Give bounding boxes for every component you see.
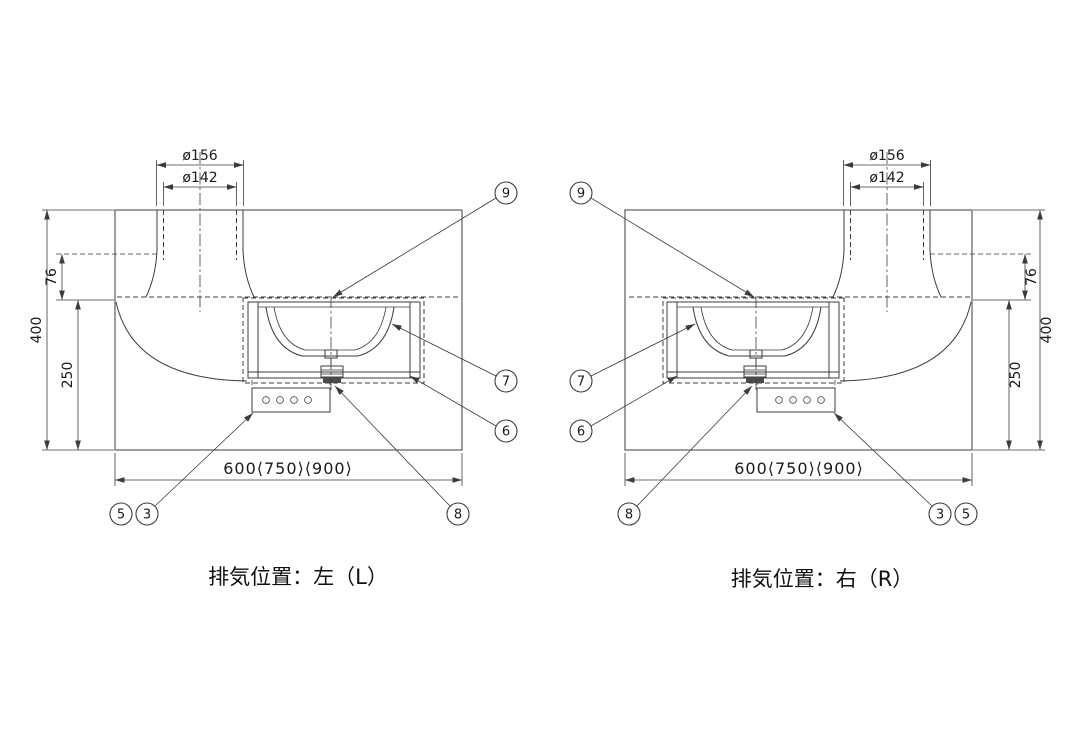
dim-duct-top-offset: 76 [1024,268,1040,286]
dim-duct-outer-dia: ø156 [182,148,217,164]
callout-9: 9 [502,187,510,202]
callout-8: 8 [625,508,633,523]
callout-6: 6 [502,425,510,440]
dim-overall-height: 400 [1039,317,1055,344]
callout-7: 7 [502,375,510,390]
callout-7: 7 [577,375,585,390]
callout-5: 5 [117,508,125,523]
callout-3: 3 [936,508,944,523]
right-view-labels: ø156 ø142 400 76 250 600⟨750⟩⟨900⟩ 9 7 6… [577,148,1055,591]
left-view-caption: 排気位置：左（L） [208,565,388,589]
callout-6: 6 [577,425,585,440]
callout-3: 3 [143,508,151,523]
dim-width-variants: 600⟨750⟩⟨900⟩ [223,459,353,478]
callout-5: 5 [962,508,970,523]
left-view-labels: ø156 ø142 400 76 250 600⟨750⟩⟨900⟩ 9 7 6… [29,148,510,589]
dim-lower-section-height: 250 [1008,362,1024,389]
dim-lower-section-height: 250 [60,362,76,389]
dim-duct-inner-dia: ø142 [869,170,904,186]
dim-duct-inner-dia: ø142 [182,170,217,186]
right-view-caption: 排気位置：右（R） [731,567,914,591]
dim-duct-outer-dia: ø156 [869,148,904,164]
callout-9: 9 [577,187,585,202]
dim-overall-height: 400 [29,317,45,344]
callout-8: 8 [454,508,462,523]
dim-width-variants: 600⟨750⟩⟨900⟩ [734,459,864,478]
dim-duct-top-offset: 76 [44,268,60,286]
